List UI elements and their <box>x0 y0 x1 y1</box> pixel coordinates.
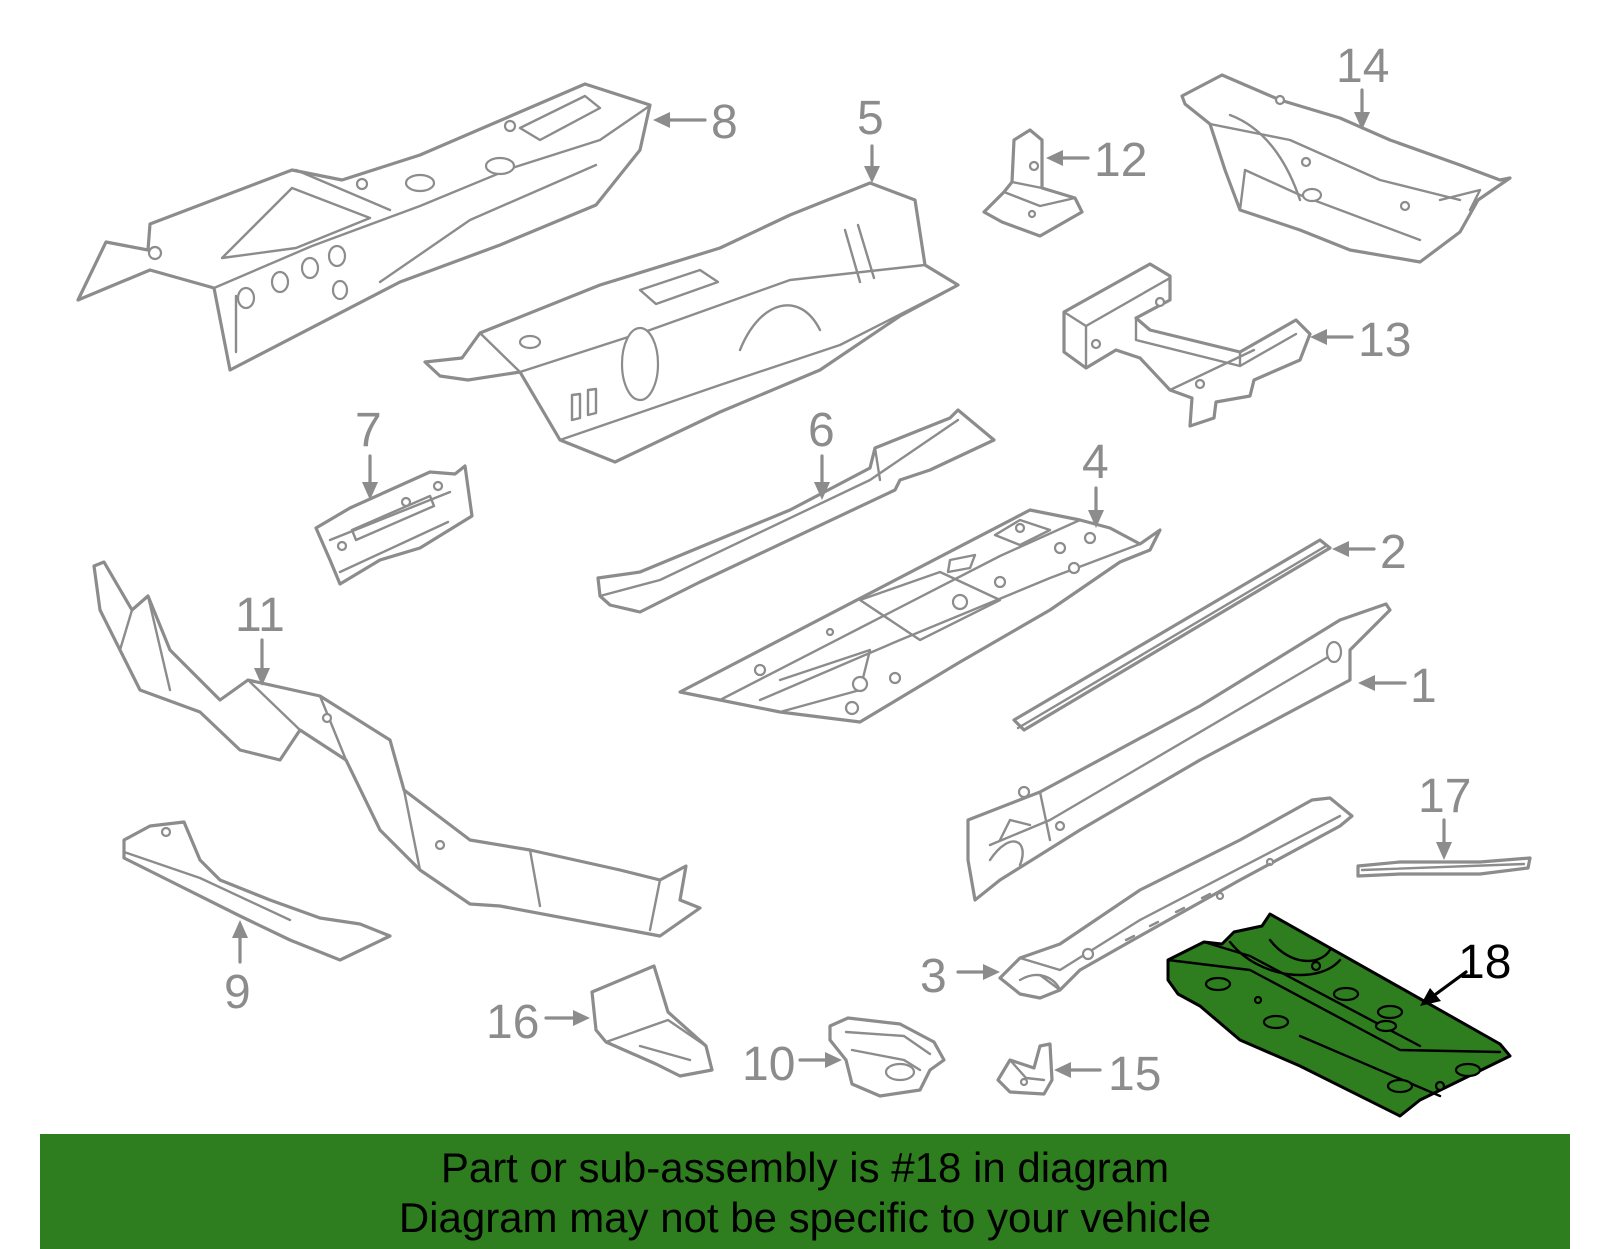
part-12-drawing[interactable] <box>982 128 1084 238</box>
part-14-callout: 14 <box>1336 40 1389 130</box>
part-8-drawing[interactable] <box>76 82 652 372</box>
callout-10: 10 <box>742 1038 795 1091</box>
part-12-callout: 12 <box>1046 134 1147 187</box>
part-17-drawing[interactable] <box>1356 856 1532 878</box>
info-banner: Part or sub-assembly is #18 in diagram D… <box>40 1134 1570 1249</box>
callout-7: 7 <box>355 404 382 457</box>
callout-9: 9 <box>224 966 251 1019</box>
part-1-drawing[interactable] <box>966 602 1392 902</box>
part-16-drawing[interactable] <box>590 964 714 1078</box>
callout-17: 17 <box>1418 770 1471 823</box>
part-4-drawing[interactable] <box>678 508 1162 724</box>
part-13-callout: 13 <box>1310 314 1411 367</box>
callout-16: 16 <box>486 996 539 1049</box>
callout-15: 15 <box>1108 1048 1161 1101</box>
part-10-callout: 10 <box>742 1038 842 1091</box>
part-5-callout: 5 <box>857 92 884 183</box>
callout-3: 3 <box>920 950 947 1003</box>
banner-line-2: Diagram may not be specific to your vehi… <box>398 1194 1212 1241</box>
callout-12: 12 <box>1094 134 1147 187</box>
callout-2: 2 <box>1380 526 1407 579</box>
part-11-callout: 11 <box>235 589 285 686</box>
part-3-drawing[interactable] <box>998 796 1354 1000</box>
part-1-callout: 1 <box>1358 660 1437 713</box>
callout-14: 14 <box>1336 40 1389 93</box>
banner-line-1: Part or sub-assembly is #18 in diagram <box>440 1144 1170 1191</box>
part-15-callout: 15 <box>1054 1048 1161 1101</box>
callout-6: 6 <box>808 404 835 457</box>
callout-18: 18 <box>1458 936 1511 989</box>
part-18-drawing[interactable] <box>1166 912 1512 1118</box>
part-7-callout: 7 <box>355 404 382 500</box>
part-16-callout: 16 <box>486 996 590 1049</box>
part-3-callout: 3 <box>920 950 1000 1003</box>
callout-5: 5 <box>857 92 884 145</box>
callout-1: 1 <box>1410 660 1437 713</box>
part-9-drawing[interactable] <box>122 820 392 962</box>
part-15-drawing[interactable] <box>996 1042 1054 1096</box>
callout-13: 13 <box>1358 314 1411 367</box>
callout-4: 4 <box>1082 436 1109 489</box>
callout-11: 11 <box>235 589 285 642</box>
part-6-drawing[interactable] <box>596 408 996 614</box>
part-18-callout: 18 <box>1420 936 1511 1006</box>
part-8-callout: 8 <box>653 96 738 149</box>
part-2-drawing[interactable] <box>1012 538 1332 732</box>
part-10-drawing[interactable] <box>828 1016 946 1098</box>
part-6-callout: 6 <box>808 404 835 500</box>
part-2-callout: 2 <box>1332 526 1407 579</box>
part-11-drawing[interactable] <box>92 560 702 938</box>
part-4-callout: 4 <box>1082 436 1109 528</box>
part-14-drawing[interactable] <box>1180 73 1512 264</box>
part-17-callout: 17 <box>1418 770 1471 860</box>
callout-8: 8 <box>711 96 738 149</box>
part-5-drawing[interactable] <box>423 181 960 464</box>
part-7-drawing[interactable] <box>314 464 474 586</box>
part-13-drawing[interactable] <box>1062 262 1312 428</box>
part-9-callout: 9 <box>224 920 251 1019</box>
